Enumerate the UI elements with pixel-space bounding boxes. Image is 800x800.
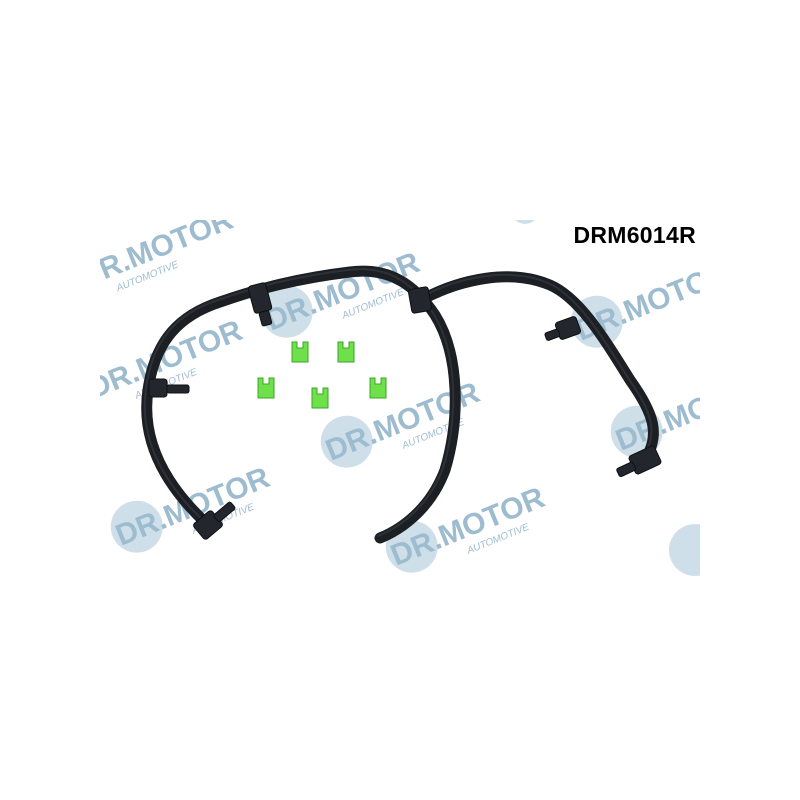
connector xyxy=(544,316,582,341)
part-number: DRM6014R xyxy=(573,222,696,248)
product-photo: DR.MOTOR AUTOMOTIVE DR.MOTOR DR.MOTOR AU… xyxy=(100,220,700,580)
watermark-logo: DR.MOTOR xyxy=(570,256,700,348)
clip xyxy=(291,341,309,363)
connector xyxy=(148,378,190,398)
hose-connectors xyxy=(148,282,662,540)
watermark-logo: DR.MOTOR AUTOMOTIVE xyxy=(320,376,485,468)
clip xyxy=(337,341,355,363)
clip xyxy=(311,387,329,409)
connector xyxy=(193,501,236,540)
watermark-logo: DR.MOTOR AUTOMOTIVE xyxy=(100,220,238,295)
connector xyxy=(408,286,432,314)
retaining-clips xyxy=(257,341,387,409)
connector xyxy=(616,445,662,478)
watermark-logo: DR.MOTOR AUTOMOTIVE xyxy=(260,246,425,338)
watermark-circle xyxy=(669,524,700,576)
return-hose xyxy=(141,265,659,544)
watermark-circle xyxy=(515,220,535,224)
connector xyxy=(247,282,273,327)
clip xyxy=(257,377,275,399)
clip xyxy=(369,377,387,399)
